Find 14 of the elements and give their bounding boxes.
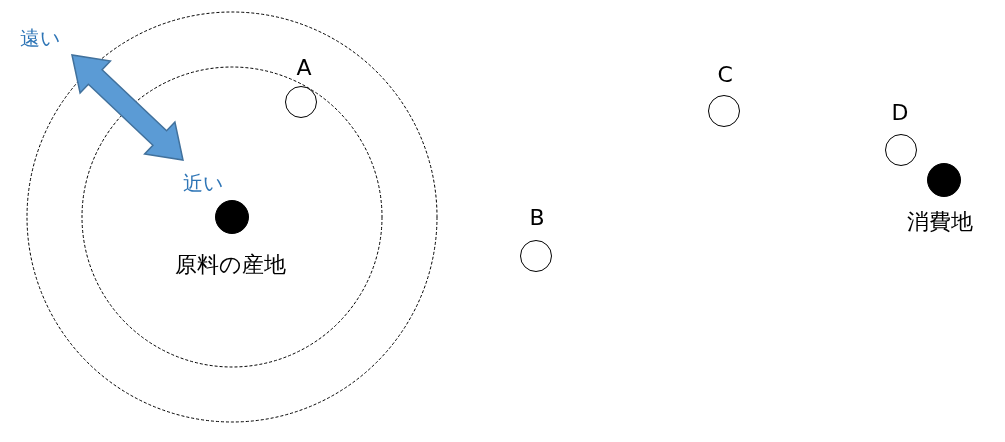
distance-label: 近い xyxy=(183,173,223,193)
place-label: B xyxy=(529,207,545,229)
location-dot xyxy=(927,163,961,197)
distance-label: 遠い xyxy=(20,28,60,48)
place-label: 原料の産地 xyxy=(174,254,286,276)
location-circle xyxy=(885,134,917,166)
location-circle xyxy=(708,95,740,127)
location-circle xyxy=(285,86,317,118)
place-label: D xyxy=(891,102,909,124)
place-label: C xyxy=(717,64,733,86)
place-label: A xyxy=(296,57,312,79)
location-dot xyxy=(215,200,249,234)
location-circle xyxy=(520,240,552,272)
place-label: 消費地 xyxy=(907,211,973,233)
